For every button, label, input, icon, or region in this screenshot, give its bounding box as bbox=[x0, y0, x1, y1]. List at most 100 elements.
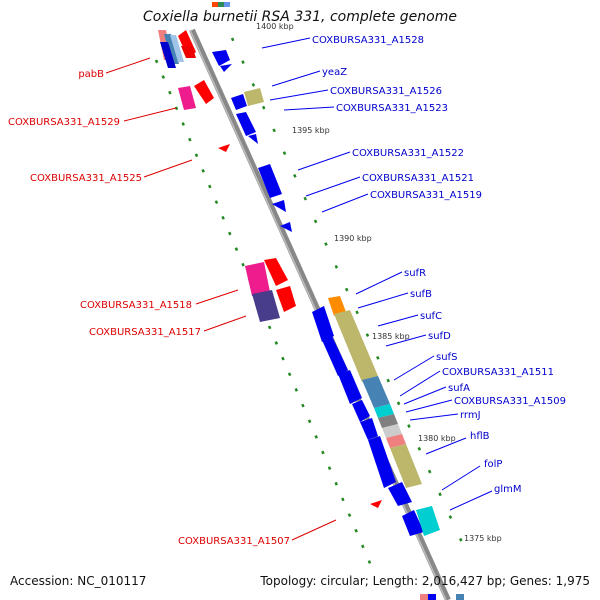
gene-strip bbox=[218, 2, 224, 7]
forward-gene bbox=[322, 336, 348, 376]
forward-gene bbox=[360, 418, 378, 440]
gene-block bbox=[245, 262, 270, 296]
forward-gene bbox=[212, 50, 230, 66]
gene-label-forward: COXBURSA331_A1523 bbox=[336, 103, 448, 114]
gene-label-forward: glmM bbox=[494, 484, 522, 495]
gene-strip bbox=[456, 594, 464, 600]
forward-gene bbox=[231, 94, 247, 110]
accession-text: Accession: NC_010117 bbox=[10, 574, 147, 588]
gene-label-forward: COXBURSA331_A1511 bbox=[442, 367, 554, 378]
gene-label-forward: sufA bbox=[448, 383, 470, 394]
forward-leader bbox=[403, 386, 447, 405]
forward-gene bbox=[402, 510, 424, 536]
gene-block bbox=[164, 34, 179, 64]
forward-leader bbox=[261, 37, 311, 49]
gene-label-forward: sufR bbox=[404, 268, 426, 279]
forward-leader bbox=[385, 334, 427, 347]
forward-leader bbox=[305, 176, 361, 197]
reverse-leader bbox=[143, 159, 193, 178]
gene-label-forward: sufB bbox=[410, 289, 432, 300]
gene-label-forward: hflB bbox=[470, 431, 490, 442]
gene-label-forward: COXBURSA331_A1522 bbox=[352, 148, 464, 159]
forward-leader bbox=[269, 89, 329, 101]
forward-leader bbox=[377, 314, 419, 327]
forward-leader bbox=[355, 271, 403, 295]
gene-block bbox=[374, 404, 394, 418]
forward-leader bbox=[393, 355, 435, 381]
reverse-gene bbox=[264, 258, 288, 286]
gene-label-forward: sufD bbox=[428, 331, 451, 342]
genome-summary-text: Topology: circular; Length: 2,016,427 bp… bbox=[260, 574, 590, 588]
forward-gene bbox=[258, 164, 282, 198]
reverse-gene bbox=[181, 46, 196, 58]
gene-label-reverse: COXBURSA331_A1529 bbox=[8, 117, 120, 128]
reverse-gene bbox=[370, 500, 382, 508]
gene-label-forward: COXBURSA331_A1521 bbox=[362, 173, 474, 184]
gene-block bbox=[170, 35, 184, 62]
reverse-gene bbox=[276, 286, 296, 312]
reverse-leader bbox=[105, 57, 151, 74]
gene-label-reverse: COXBURSA331_A1518 bbox=[80, 300, 192, 311]
gene-block bbox=[378, 414, 398, 428]
forward-leader bbox=[409, 413, 459, 421]
reverse-gene bbox=[194, 80, 214, 104]
gene-label-reverse: COXBURSA331_A1525 bbox=[30, 173, 142, 184]
gene-label-reverse: COXBURSA331_A1507 bbox=[178, 536, 290, 547]
forward-gene bbox=[272, 200, 286, 212]
gene-label-forward: sufS bbox=[436, 352, 457, 363]
forward-leader bbox=[449, 490, 493, 511]
scale-label: 1375 kbp bbox=[464, 534, 502, 543]
gene-block bbox=[160, 42, 176, 68]
gene-label-forward: COXBURSA331_A1519 bbox=[370, 190, 482, 201]
forward-leader bbox=[297, 151, 351, 171]
gene-block bbox=[328, 296, 346, 316]
reverse-leader bbox=[203, 315, 247, 332]
scale-label: 1390 kbp bbox=[334, 234, 372, 243]
gene-block bbox=[334, 310, 378, 382]
gene-strip bbox=[224, 2, 230, 7]
forward-gene bbox=[368, 436, 396, 488]
forward-gene bbox=[236, 112, 256, 136]
gene-strip bbox=[428, 594, 436, 600]
gene-label-forward: folP bbox=[484, 459, 502, 470]
reverse-gene bbox=[218, 144, 230, 152]
gene-label-forward: COXBURSA331_A1528 bbox=[312, 35, 424, 46]
gene-block bbox=[390, 444, 422, 488]
reverse-leader bbox=[291, 519, 337, 541]
forward-leader bbox=[441, 465, 481, 491]
scale-label: 1380 kbp bbox=[418, 434, 456, 443]
gene-strip bbox=[420, 594, 428, 600]
forward-leader bbox=[321, 193, 369, 213]
scale-label: 1385 kbp bbox=[372, 332, 410, 341]
gene-block bbox=[386, 434, 406, 448]
scale-label: 1395 kbp bbox=[292, 126, 330, 135]
forward-gene bbox=[388, 482, 412, 506]
gene-label-reverse: COXBURSA331_A1517 bbox=[89, 327, 201, 338]
forward-gene bbox=[248, 134, 258, 144]
gene-label-forward: COXBURSA331_A1526 bbox=[330, 86, 442, 97]
forward-leader bbox=[283, 106, 335, 111]
gene-label-forward: rrmJ bbox=[460, 410, 481, 421]
scale-label: 1400 kbp bbox=[256, 22, 294, 31]
reverse-leader bbox=[195, 289, 239, 305]
gene-label-reverse: pabB bbox=[78, 69, 104, 80]
map-title: Coxiella burnetii RSA 331, complete geno… bbox=[143, 9, 457, 25]
gene-label-forward: COXBURSA331_A1509 bbox=[454, 396, 566, 407]
forward-gene bbox=[220, 64, 232, 72]
gene-block bbox=[382, 424, 402, 438]
forward-gene bbox=[280, 222, 292, 232]
reverse-leader bbox=[123, 107, 177, 122]
tick-track-left bbox=[154, 59, 374, 569]
forward-gene bbox=[312, 306, 334, 342]
forward-leader bbox=[357, 292, 409, 309]
forward-leader bbox=[271, 70, 321, 87]
forward-gene bbox=[338, 370, 362, 404]
forward-leader bbox=[425, 437, 467, 455]
gene-block bbox=[416, 506, 440, 536]
gene-strip bbox=[212, 2, 218, 7]
forward-leader bbox=[399, 370, 441, 397]
gene-block bbox=[178, 86, 196, 110]
forward-gene bbox=[352, 400, 370, 422]
